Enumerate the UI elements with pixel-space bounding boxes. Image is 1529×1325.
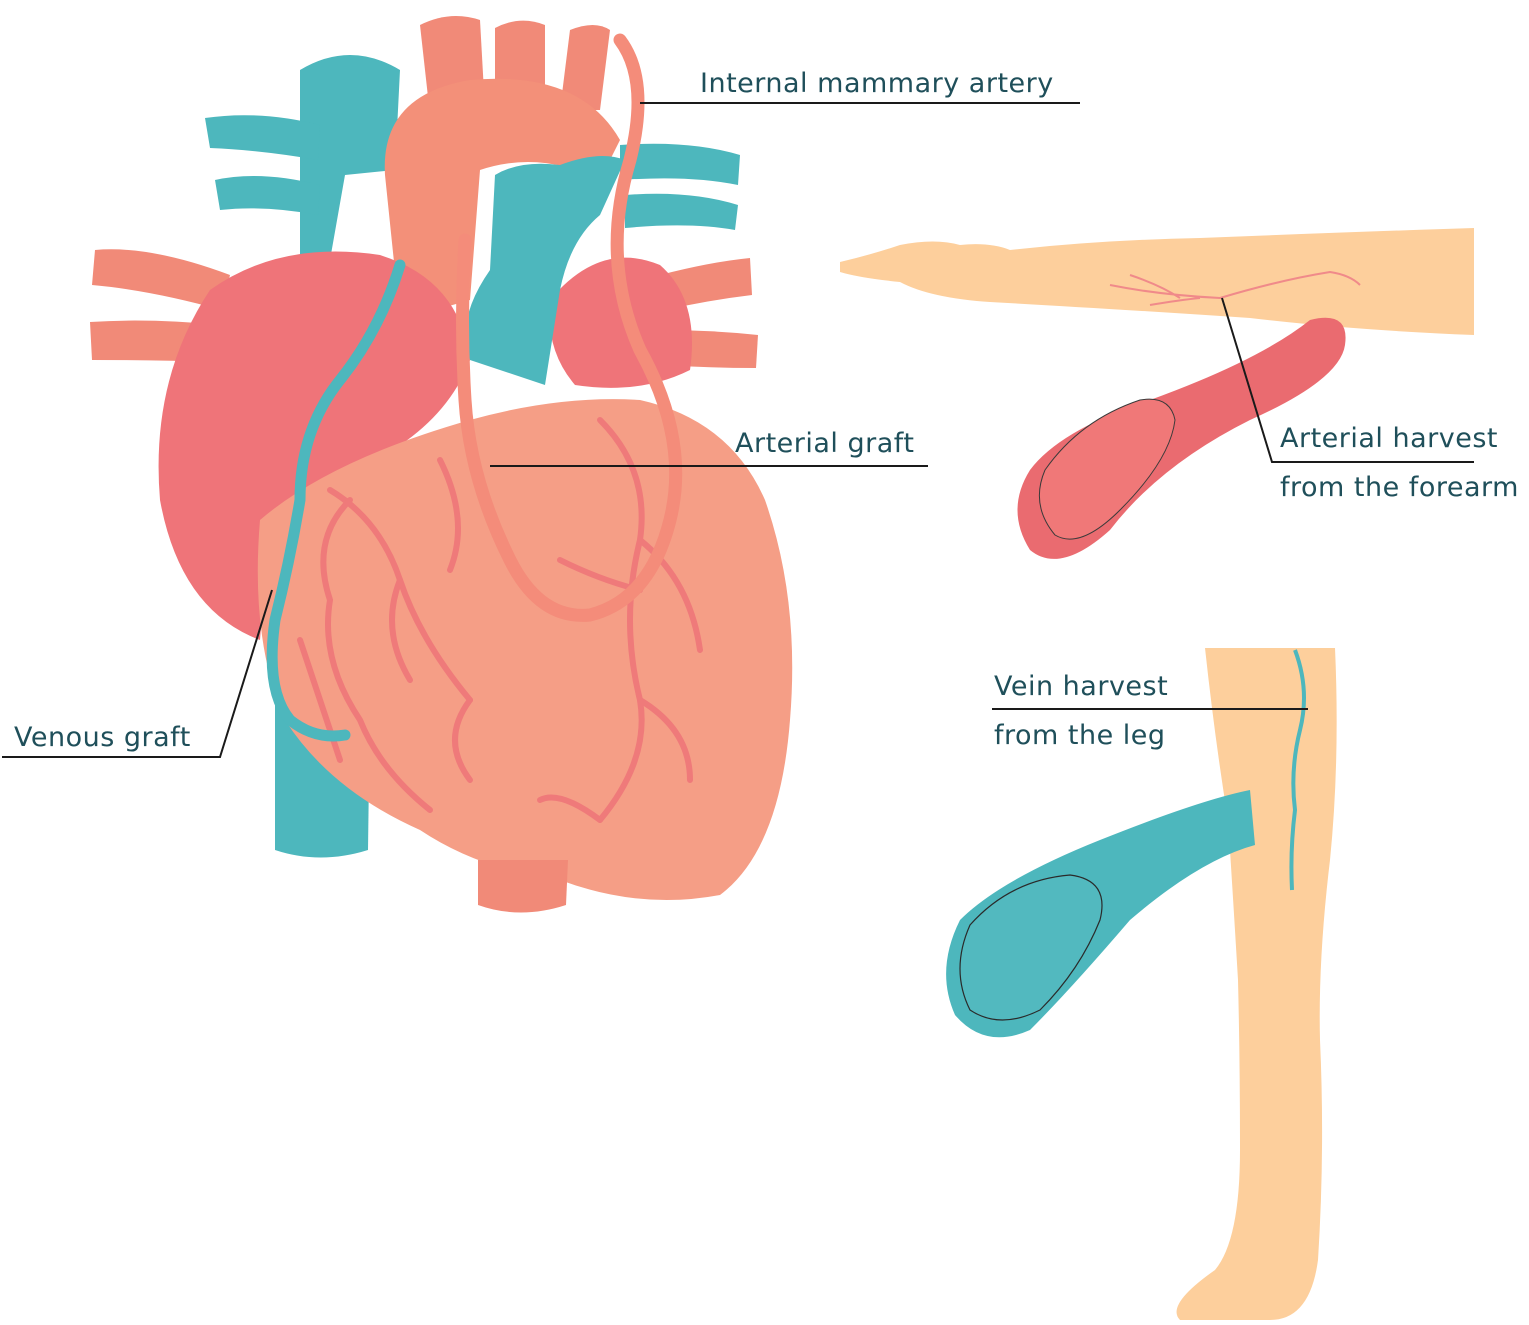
teal-branch-left-1 [205, 115, 320, 160]
label-arterial-harvest-line1: Arterial harvest [1280, 425, 1498, 452]
label-vein-harvest-line1: Vein harvest [994, 673, 1168, 700]
label-internal-mammary-artery: Internal mammary artery [700, 70, 1054, 97]
label-vein-harvest-line2: from the leg [994, 722, 1166, 749]
label-arterial-graft: Arterial graft [735, 430, 914, 457]
descending-aorta [478, 860, 568, 913]
label-venous-graft: Venous graft [14, 724, 191, 751]
forearm-illustration [840, 228, 1474, 559]
teal-branch-right-2 [625, 194, 738, 230]
leg [1177, 648, 1337, 1320]
harvested-vein-lumen [960, 875, 1102, 1020]
teal-branch-left-2 [215, 176, 320, 215]
forearm [840, 228, 1474, 335]
label-arterial-harvest-line2: from the forearm [1280, 474, 1519, 501]
harvested-artery-lumen [1039, 399, 1175, 539]
heart-illustration [90, 16, 792, 913]
